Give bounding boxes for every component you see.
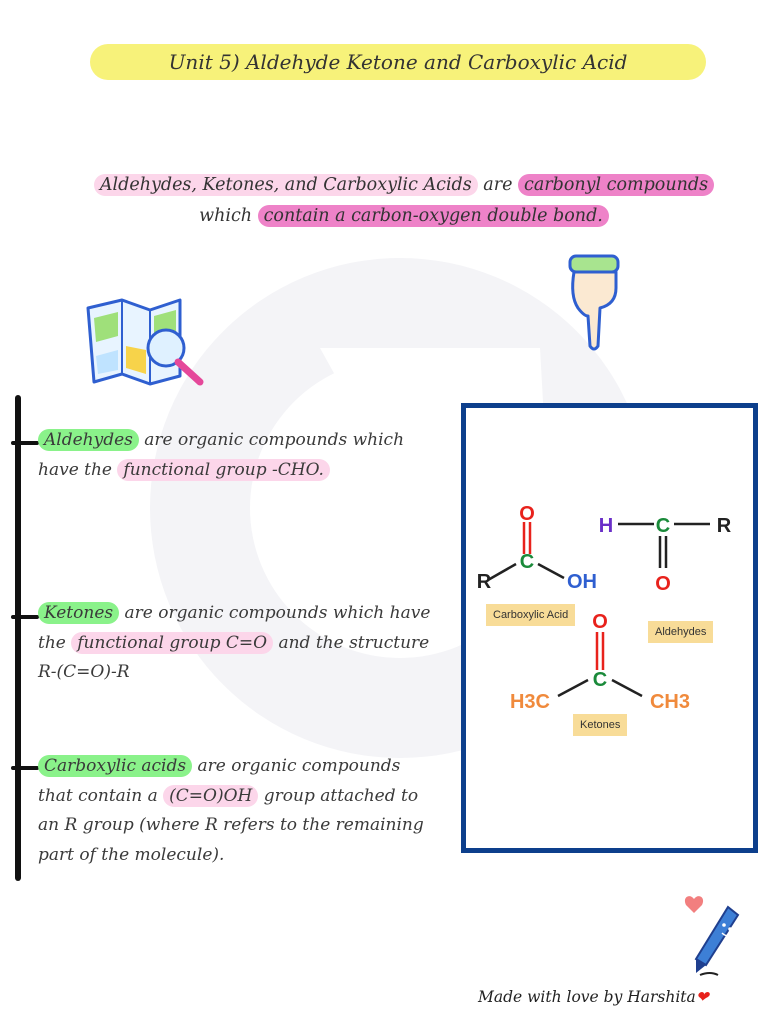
map-magnifier-icon (86, 298, 204, 386)
aldehyde-structure: H C R O (599, 515, 732, 595)
ketone-structure: O C H3C CH3 (510, 611, 690, 713)
aldehyde-c: C (656, 515, 670, 537)
note-text: are organic compounds which have the (38, 430, 405, 480)
functional-groups-diagram: O C R OH H C R O O C H3C CH3 Carboxyli (461, 403, 758, 853)
page-title: Unit 5) Aldehyde Ketone and Carboxylic A… (90, 44, 706, 80)
note-term: Aldehydes (38, 429, 139, 451)
aldehydes-label: Aldehydes (648, 621, 714, 643)
carboxylic-o: O (519, 503, 535, 525)
intro-text: Aldehydes, Ketones, and Carboxylic Acids… (74, 170, 734, 232)
ketone-right-group: CH3 (650, 691, 690, 713)
timeline-tick-1 (11, 441, 39, 445)
note-text-end: group attached to an R group (where R re… (38, 785, 424, 865)
note-term: Ketones (38, 602, 120, 624)
note-highlight: functional group C=O (71, 631, 274, 654)
carboxylic-acid-label: Carboxylic Acid (486, 604, 576, 626)
note-text-end: and the structure R-(C=O)-R (38, 632, 430, 683)
ketone-left-group: H3C (510, 691, 550, 713)
intro-text-2: are (477, 175, 519, 195)
note-highlight: functional group -CHO. (117, 458, 330, 481)
carboxylic-c: C (520, 551, 534, 573)
intro-highlight-2: carbonyl compounds (518, 174, 715, 196)
aldehyde-o: O (655, 573, 671, 595)
ketone-o: O (592, 611, 608, 633)
intro-highlight-1: Aldehydes, Ketones, and Carboxylic Acids (93, 174, 478, 196)
ketones-label: Ketones (573, 714, 628, 736)
note-ketones: Ketones are organic compounds which have… (38, 599, 448, 688)
intro-highlight-3: contain a carbon-oxygen double bond. (257, 205, 609, 227)
timeline-tick-3 (11, 766, 39, 770)
heart-icon: ❤ (695, 988, 709, 1006)
ketone-c: C (593, 669, 607, 691)
aldehyde-h: H (599, 515, 613, 537)
note-text: are organic compounds that contain a (38, 756, 401, 806)
timeline-tick-2 (11, 615, 39, 619)
note-term: Carboxylic acids (38, 755, 193, 777)
signature-text: Made with love by Harshita (478, 988, 696, 1006)
aldehyde-r: R (717, 515, 732, 537)
pointing-hand-icon (568, 254, 620, 351)
timeline-bar (15, 395, 21, 881)
carboxylic-r: R (477, 571, 492, 593)
structures-svg: O C R OH H C R O O C H3C CH3 (477, 503, 732, 713)
signature: Made with love by Harshita❤ (478, 988, 709, 1006)
intro-text-3: which (199, 206, 258, 226)
heart-icon (684, 896, 704, 913)
carboxylic-acid-structure: O C R OH (477, 503, 597, 593)
note-highlight: (C=O)OH (163, 784, 259, 807)
pen-icon (684, 896, 740, 976)
note-aldehydes: Aldehydes are organic compounds which ha… (38, 426, 448, 485)
carboxylic-oh: OH (567, 571, 597, 593)
note-text: are organic compounds which have the (38, 603, 431, 653)
note-carboxylic-acids: Carboxylic acids are organic compounds t… (38, 752, 438, 870)
